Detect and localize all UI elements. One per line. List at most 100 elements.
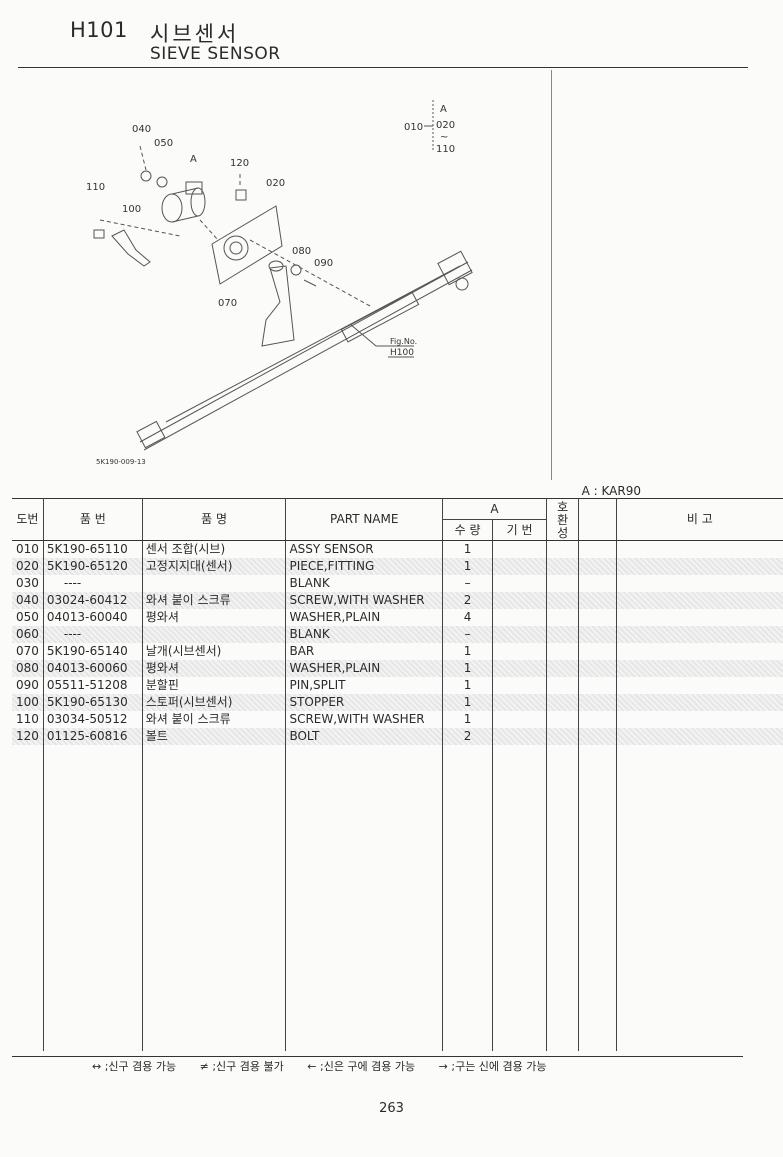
cell-remarks: [616, 1017, 783, 1034]
cell-no: [12, 881, 44, 898]
table-row: [12, 830, 783, 847]
cell-name-ko: [142, 1000, 287, 1017]
cell-spare: [578, 915, 617, 932]
cell-qty: [442, 881, 494, 898]
cell-part-name: [285, 1034, 444, 1051]
cell-compat: [546, 983, 580, 1000]
cell-no: 010: [12, 540, 44, 558]
cell-compat: [546, 745, 580, 762]
cell-part-name: [285, 915, 444, 932]
cell-name-ko: [142, 1017, 287, 1034]
group-ref-item: 010: [404, 122, 423, 133]
callout-080: 080: [292, 246, 311, 257]
cell-part-name: [285, 847, 444, 864]
cell-remarks: [616, 813, 783, 830]
table-row: [12, 745, 783, 762]
cell-spare: [578, 694, 617, 711]
cell-part-no: [43, 830, 143, 847]
cell-part-name: STOPPER: [285, 694, 444, 711]
cell-name-ko: 와셔 붙이 스크류: [142, 592, 287, 609]
cell-part-name: BLANK: [285, 626, 444, 643]
table-row: [12, 1034, 783, 1051]
page-title-english: SIEVE SENSOR: [150, 44, 281, 64]
cell-remarks: [616, 694, 783, 711]
cell-part-name: [285, 796, 444, 813]
cell-base-no: [492, 898, 548, 915]
cell-compat: [546, 1017, 580, 1034]
cell-name-ko: 스토퍼(시브센서): [142, 694, 287, 711]
legend-item-both: ↔ ;신구 겸용 가능: [92, 1060, 177, 1073]
cell-no: [12, 949, 44, 966]
cell-part-no: [43, 966, 143, 983]
cell-part-name: [285, 881, 444, 898]
cell-compat: [546, 762, 580, 779]
cell-no: [12, 796, 44, 813]
cell-part-no: [43, 796, 143, 813]
cell-base-no: [492, 796, 548, 813]
table-row: [12, 813, 783, 830]
cell-compat: [546, 575, 580, 592]
cell-compat: [546, 779, 580, 796]
table-bottom-rule: [12, 1056, 743, 1057]
cell-qty: 1: [442, 711, 494, 728]
cell-no: 120: [12, 728, 44, 745]
cell-part-no: [43, 745, 143, 762]
table-row: [12, 898, 783, 915]
cell-base-no: [492, 1034, 548, 1051]
col-header-spare: [578, 498, 617, 541]
cell-compat: [546, 796, 580, 813]
cell-base-no: [492, 745, 548, 762]
header-rule: [18, 67, 748, 68]
cell-qty: 2: [442, 592, 494, 609]
parts-table: 도번 품 번 품 명 PART NAME A 호 환 성 비 고 수 량 기 번…: [12, 498, 783, 1051]
cell-base-no: [492, 966, 548, 983]
col-header-group-a: A: [442, 498, 548, 520]
cell-part-name: [285, 966, 444, 983]
cell-no: 040: [12, 592, 44, 609]
cell-base-no: [492, 830, 548, 847]
cell-part-no: [43, 881, 143, 898]
cell-part-no: [43, 949, 143, 966]
cell-part-no: [43, 864, 143, 881]
callout-100: 100: [122, 204, 141, 215]
cell-compat: [546, 830, 580, 847]
cell-spare: [578, 983, 617, 1000]
cell-part-no: ----: [43, 575, 143, 592]
page-code: H101: [70, 18, 128, 42]
col-header-base-no: 기 번: [492, 519, 548, 541]
cell-compat: [546, 609, 580, 626]
cell-no: [12, 1034, 44, 1051]
cell-part-no: 04013-60040: [43, 609, 143, 626]
cell-qty: [442, 864, 494, 881]
cell-part-name: SCREW,WITH WASHER: [285, 711, 444, 728]
cell-remarks: [616, 541, 783, 559]
cell-part-no: 5K190-65110: [43, 540, 143, 558]
cell-no: [12, 966, 44, 983]
exploded-parts-diagram: 040 050 A 120 020 110 100 080 090 070 01…: [86, 100, 473, 466]
cell-base-no: [492, 932, 548, 949]
cell-spare: [578, 643, 617, 660]
cell-spare: [578, 660, 617, 677]
cell-compat: [546, 711, 580, 728]
cell-no: [12, 915, 44, 932]
cell-compat: [546, 864, 580, 881]
cell-spare: [578, 745, 617, 762]
model-label: A : KAR90: [581, 484, 641, 498]
cell-spare: [578, 1000, 617, 1017]
cell-spare: [578, 864, 617, 881]
cell-qty: [442, 847, 494, 864]
cell-remarks: [616, 626, 783, 643]
col-header-part-no: 품 번: [43, 498, 143, 541]
cell-part-no: 04013-60060: [43, 660, 143, 677]
cell-remarks: [616, 847, 783, 864]
callout-090: 090: [314, 258, 333, 269]
cell-name-ko: 와셔 붙이 스크류: [142, 711, 287, 728]
table-row: [12, 864, 783, 881]
cell-spare: [578, 575, 617, 592]
cell-remarks: [616, 864, 783, 881]
cell-no: [12, 898, 44, 915]
cell-compat: [546, 966, 580, 983]
